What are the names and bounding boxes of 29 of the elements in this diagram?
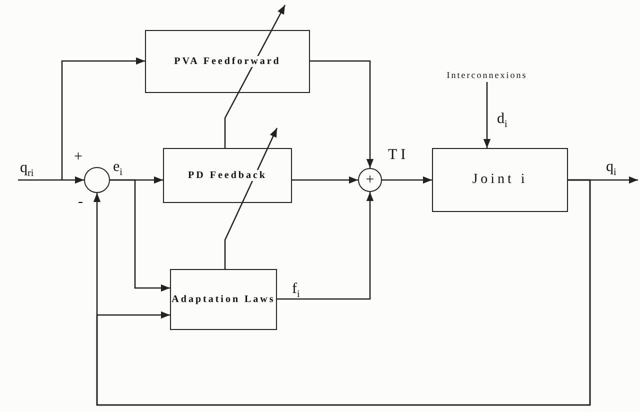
signal-label: q$_{i}$ [606, 160, 616, 178]
process-box [163, 148, 292, 203]
sign-label: - [78, 195, 83, 210]
input-label: Interconnexions [446, 70, 528, 80]
arrow [18, 176, 84, 184]
block-label: PVA Feedforward [174, 56, 281, 67]
signal-label: T I [388, 148, 406, 163]
signal-label: f$_{i}$ [292, 282, 300, 300]
process-box [145, 30, 310, 93]
block-label: Adaptation Laws [172, 294, 276, 305]
arrow [110, 179, 170, 292]
process-box [432, 148, 568, 212]
summing-junction [358, 168, 382, 192]
arrow [382, 176, 432, 184]
sign-label: + [74, 150, 82, 165]
signal-label: q$_{ri}$ [20, 161, 34, 179]
sign-label: + [366, 172, 374, 188]
arrow [292, 176, 358, 184]
summing-junction [84, 167, 110, 193]
arrow [483, 82, 491, 148]
block-label: PD Feedback [188, 170, 267, 181]
arrow [224, 4, 286, 148]
arrow [224, 128, 278, 269]
signal-label: d$_{i}$ [497, 112, 508, 130]
signal-label: e$_{i}$ [113, 160, 122, 178]
process-box [170, 269, 277, 330]
arrow [310, 60, 374, 168]
arrow [61, 57, 145, 180]
arrow [277, 192, 374, 300]
